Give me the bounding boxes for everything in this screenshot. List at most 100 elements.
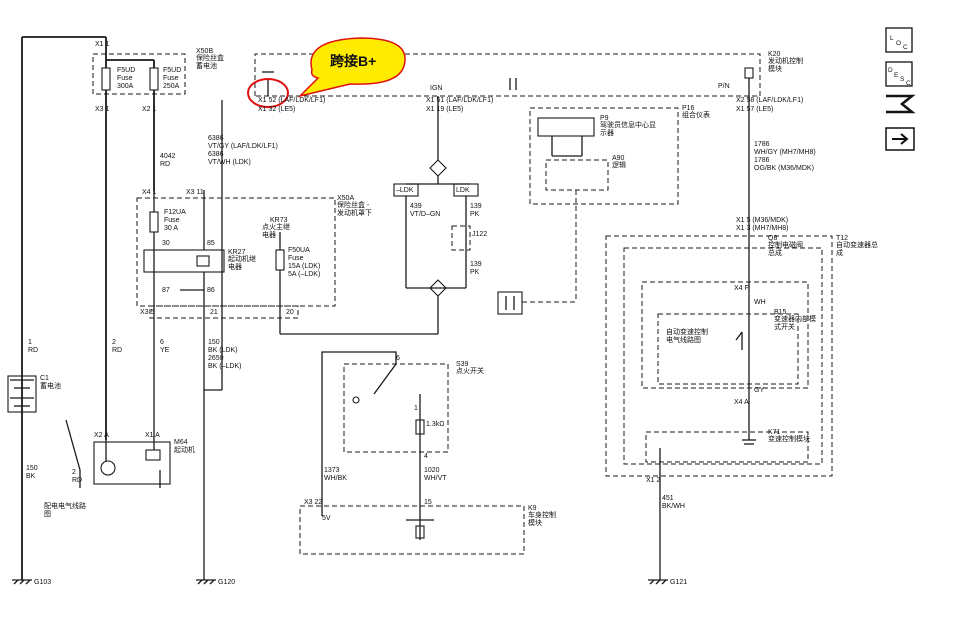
- b15-inner-box: [657, 313, 799, 385]
- label-k71: K71: [768, 429, 781, 436]
- label-k20: K20: [768, 51, 781, 58]
- label-q8: Q8: [768, 235, 777, 242]
- x50b-box: [92, 53, 186, 95]
- label-t12: T12: [836, 235, 848, 242]
- cross-reference-icon[interactable]: [886, 94, 916, 114]
- label-x3-22: X3 22: [304, 499, 322, 506]
- label-p16: P16: [682, 105, 695, 112]
- label-g103: G103: [34, 579, 51, 586]
- label-r1: 1: [414, 405, 418, 412]
- label-x1-2: X1 2: [646, 477, 661, 484]
- label-s39: S39: [456, 361, 469, 368]
- j122-connector: [451, 225, 471, 251]
- label-x50b: X50B: [196, 48, 213, 55]
- starter-solenoid: [145, 449, 161, 461]
- label-g121: G121: [670, 579, 687, 586]
- label-g120: G120: [218, 579, 235, 586]
- ground-g103: [12, 579, 32, 585]
- x3-connector-strip: [149, 305, 299, 319]
- fuse-f50ua: [275, 249, 285, 271]
- label-x1-57: X1 57 (LE5): [736, 106, 773, 113]
- label-q8-desc: 控制电磁阀总成: [768, 240, 803, 257]
- label-r-val: 1.3kΩ: [426, 421, 444, 428]
- label-s39-desc: 点火开关: [456, 366, 484, 375]
- next-arrow-icon[interactable]: [885, 127, 915, 151]
- switch-contact: [352, 396, 360, 404]
- battery-c1: [7, 375, 37, 413]
- a90-logic-box: [545, 159, 609, 191]
- label-ldk: LDK: [456, 187, 470, 194]
- loc-icon[interactable]: LOC: [885, 27, 913, 53]
- svg-text:C: C: [906, 80, 911, 87]
- starter-m64-box: [93, 441, 171, 485]
- fuse-f12ua: [149, 211, 159, 233]
- label-x1-5: X1 5 (M36/MDK): [736, 217, 788, 224]
- label-k20-desc: 发动机控制模块: [768, 56, 803, 73]
- label-p16-desc: 组合仪表: [682, 110, 710, 119]
- label-kr27-desc: 起动机继电器: [228, 254, 256, 271]
- svg-text:S: S: [900, 76, 905, 83]
- svg-text:O: O: [896, 40, 901, 47]
- label-kr73: KR73: [270, 217, 288, 224]
- label-kr27: KR27: [228, 249, 246, 256]
- label-wh: WH: [754, 299, 766, 306]
- t12-transmission-box: [605, 235, 833, 477]
- splice-top: [429, 159, 447, 177]
- label-t12-desc: 自动变速器总成: [836, 240, 878, 257]
- label-p30: 30: [162, 240, 170, 247]
- label-x1-52: X1 52 (LAF/LDK/LF1): [258, 97, 325, 104]
- label-dist-note: 配电电气线路图: [44, 501, 86, 518]
- serial-data-block: [497, 291, 523, 315]
- bcm-pullup-resistor: [415, 525, 425, 539]
- b15-switch-box: [641, 281, 809, 389]
- k9-bcm-box: [299, 505, 525, 555]
- label-p87: 87: [162, 287, 170, 294]
- svg-text:E: E: [894, 72, 899, 79]
- svg-text:C: C: [903, 44, 908, 51]
- label-x1-a: X1 A: [145, 432, 160, 439]
- label-p4: 4: [424, 453, 428, 460]
- label-x4-f: X4 F: [734, 285, 749, 292]
- callout-bubble: [297, 37, 406, 98]
- callout-text: 跨接B+: [330, 53, 376, 69]
- ground-g120: [196, 579, 216, 585]
- label-x2-58: X2 58 (LAF/LDK/LF1): [736, 97, 803, 104]
- label-x3-5: X3 5: [140, 309, 155, 316]
- label-ign: IGN: [430, 85, 442, 92]
- label-a90-desc: 逻辑: [612, 160, 626, 169]
- label-b15: B15: [774, 309, 787, 316]
- relay-coil: [196, 255, 210, 267]
- label-b15-desc: 变速器内部模式开关: [774, 314, 816, 331]
- label-x4-a: X4 A: [734, 399, 749, 406]
- relay-kr27: [143, 249, 225, 273]
- label-p6: 6: [396, 355, 400, 362]
- label-pn: P/N: [718, 83, 730, 90]
- q8-solenoid-box: [623, 247, 823, 465]
- label-x2-a: X2 A: [94, 432, 109, 439]
- label-a90: A90: [612, 155, 625, 162]
- s39-ignition-box: [343, 363, 449, 453]
- label-gy: GY: [754, 387, 764, 394]
- label-k71-desc: 变速控制模块: [768, 434, 810, 443]
- k71-tcm-box: [645, 431, 809, 463]
- label-p86: 86: [207, 287, 215, 294]
- label-x50a-desc: 保险丝盒 -发动机罩下: [337, 200, 372, 217]
- label-x4-1: X4 1: [142, 189, 157, 196]
- fuse-f5ud-300a: [101, 67, 111, 91]
